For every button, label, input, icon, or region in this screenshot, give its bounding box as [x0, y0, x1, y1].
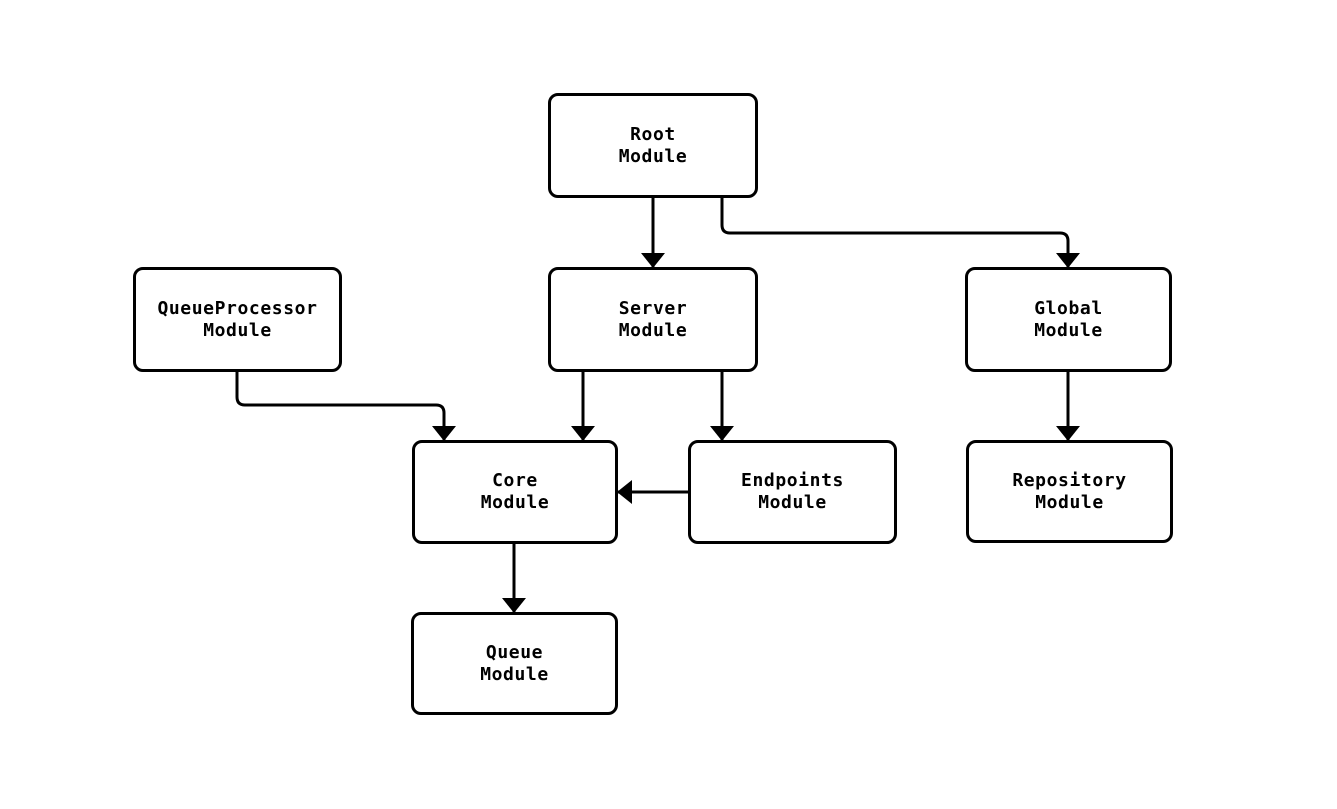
node-label-line: Endpoints — [741, 470, 844, 491]
node-queueprocessor-module: QueueProcessor Module — [133, 267, 342, 372]
node-label-line: Root — [630, 123, 676, 145]
node-label-line: Module — [480, 492, 550, 513]
node-label-line: Module — [1034, 319, 1103, 341]
node-label-line: Repository — [1012, 469, 1127, 491]
node-repository-module: Repository Module — [966, 440, 1173, 543]
node-core-module: Core Module — [412, 440, 618, 544]
node-label-line: Module — [1035, 491, 1104, 513]
node-label-line: Global — [1034, 297, 1103, 319]
node-label-line: QueueProcessor — [157, 297, 318, 319]
node-label-line: Module — [758, 492, 827, 513]
node-label-line: Module — [203, 319, 272, 341]
node-root-module: Root Module — [548, 93, 758, 198]
edge-root-module-to-global-module — [720, 198, 1080, 268]
node-label-line: Module — [480, 663, 549, 685]
node-label-line: Module — [618, 319, 688, 341]
node-label-line: Core — [492, 470, 538, 491]
node-label-line: Module — [618, 145, 688, 167]
node-global-module: Global Module — [965, 267, 1172, 372]
edge-queueprocessor-module-to-core-module — [235, 372, 456, 441]
node-label-line: Server — [618, 297, 688, 319]
node-server-module: Server Module — [548, 267, 758, 372]
node-queue-module: Queue Module — [411, 612, 618, 715]
node-label-line: Queue — [485, 641, 544, 663]
node-endpoints-module: Endpoints Module — [688, 440, 897, 544]
